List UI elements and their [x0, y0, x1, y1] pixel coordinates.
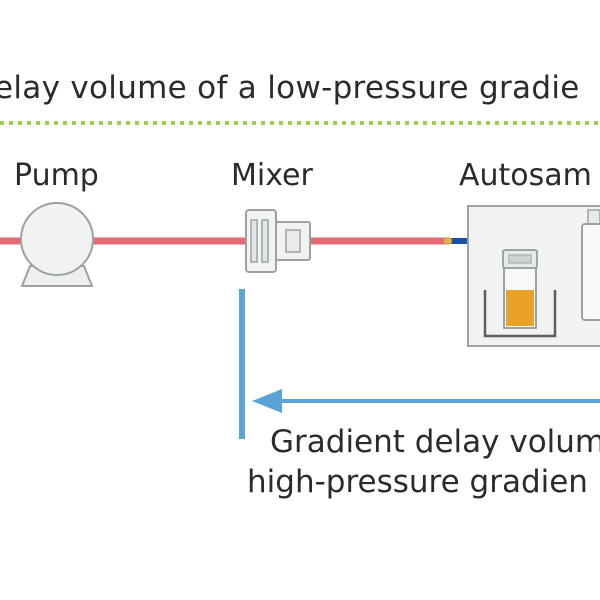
- pump-label: Pump: [14, 158, 99, 193]
- mixer-label: Mixer: [231, 158, 313, 193]
- delay-volume-arrow: [239, 289, 600, 439]
- autosampler-icon: [467, 205, 600, 347]
- bottom-caption-line2: high-pressure gradien: [247, 464, 588, 500]
- top-caption: elay volume of a low-pressure gradie: [0, 70, 580, 106]
- autosampler-label: Autosam: [459, 158, 592, 193]
- pump-icon: [20, 202, 94, 287]
- line-junction: [444, 237, 452, 245]
- injection-valve-icon: [581, 209, 600, 321]
- bottom-caption-line1: Gradient delay volum: [270, 424, 600, 460]
- mixer-icon: [245, 209, 311, 273]
- sample-vial-icon: [502, 249, 538, 329]
